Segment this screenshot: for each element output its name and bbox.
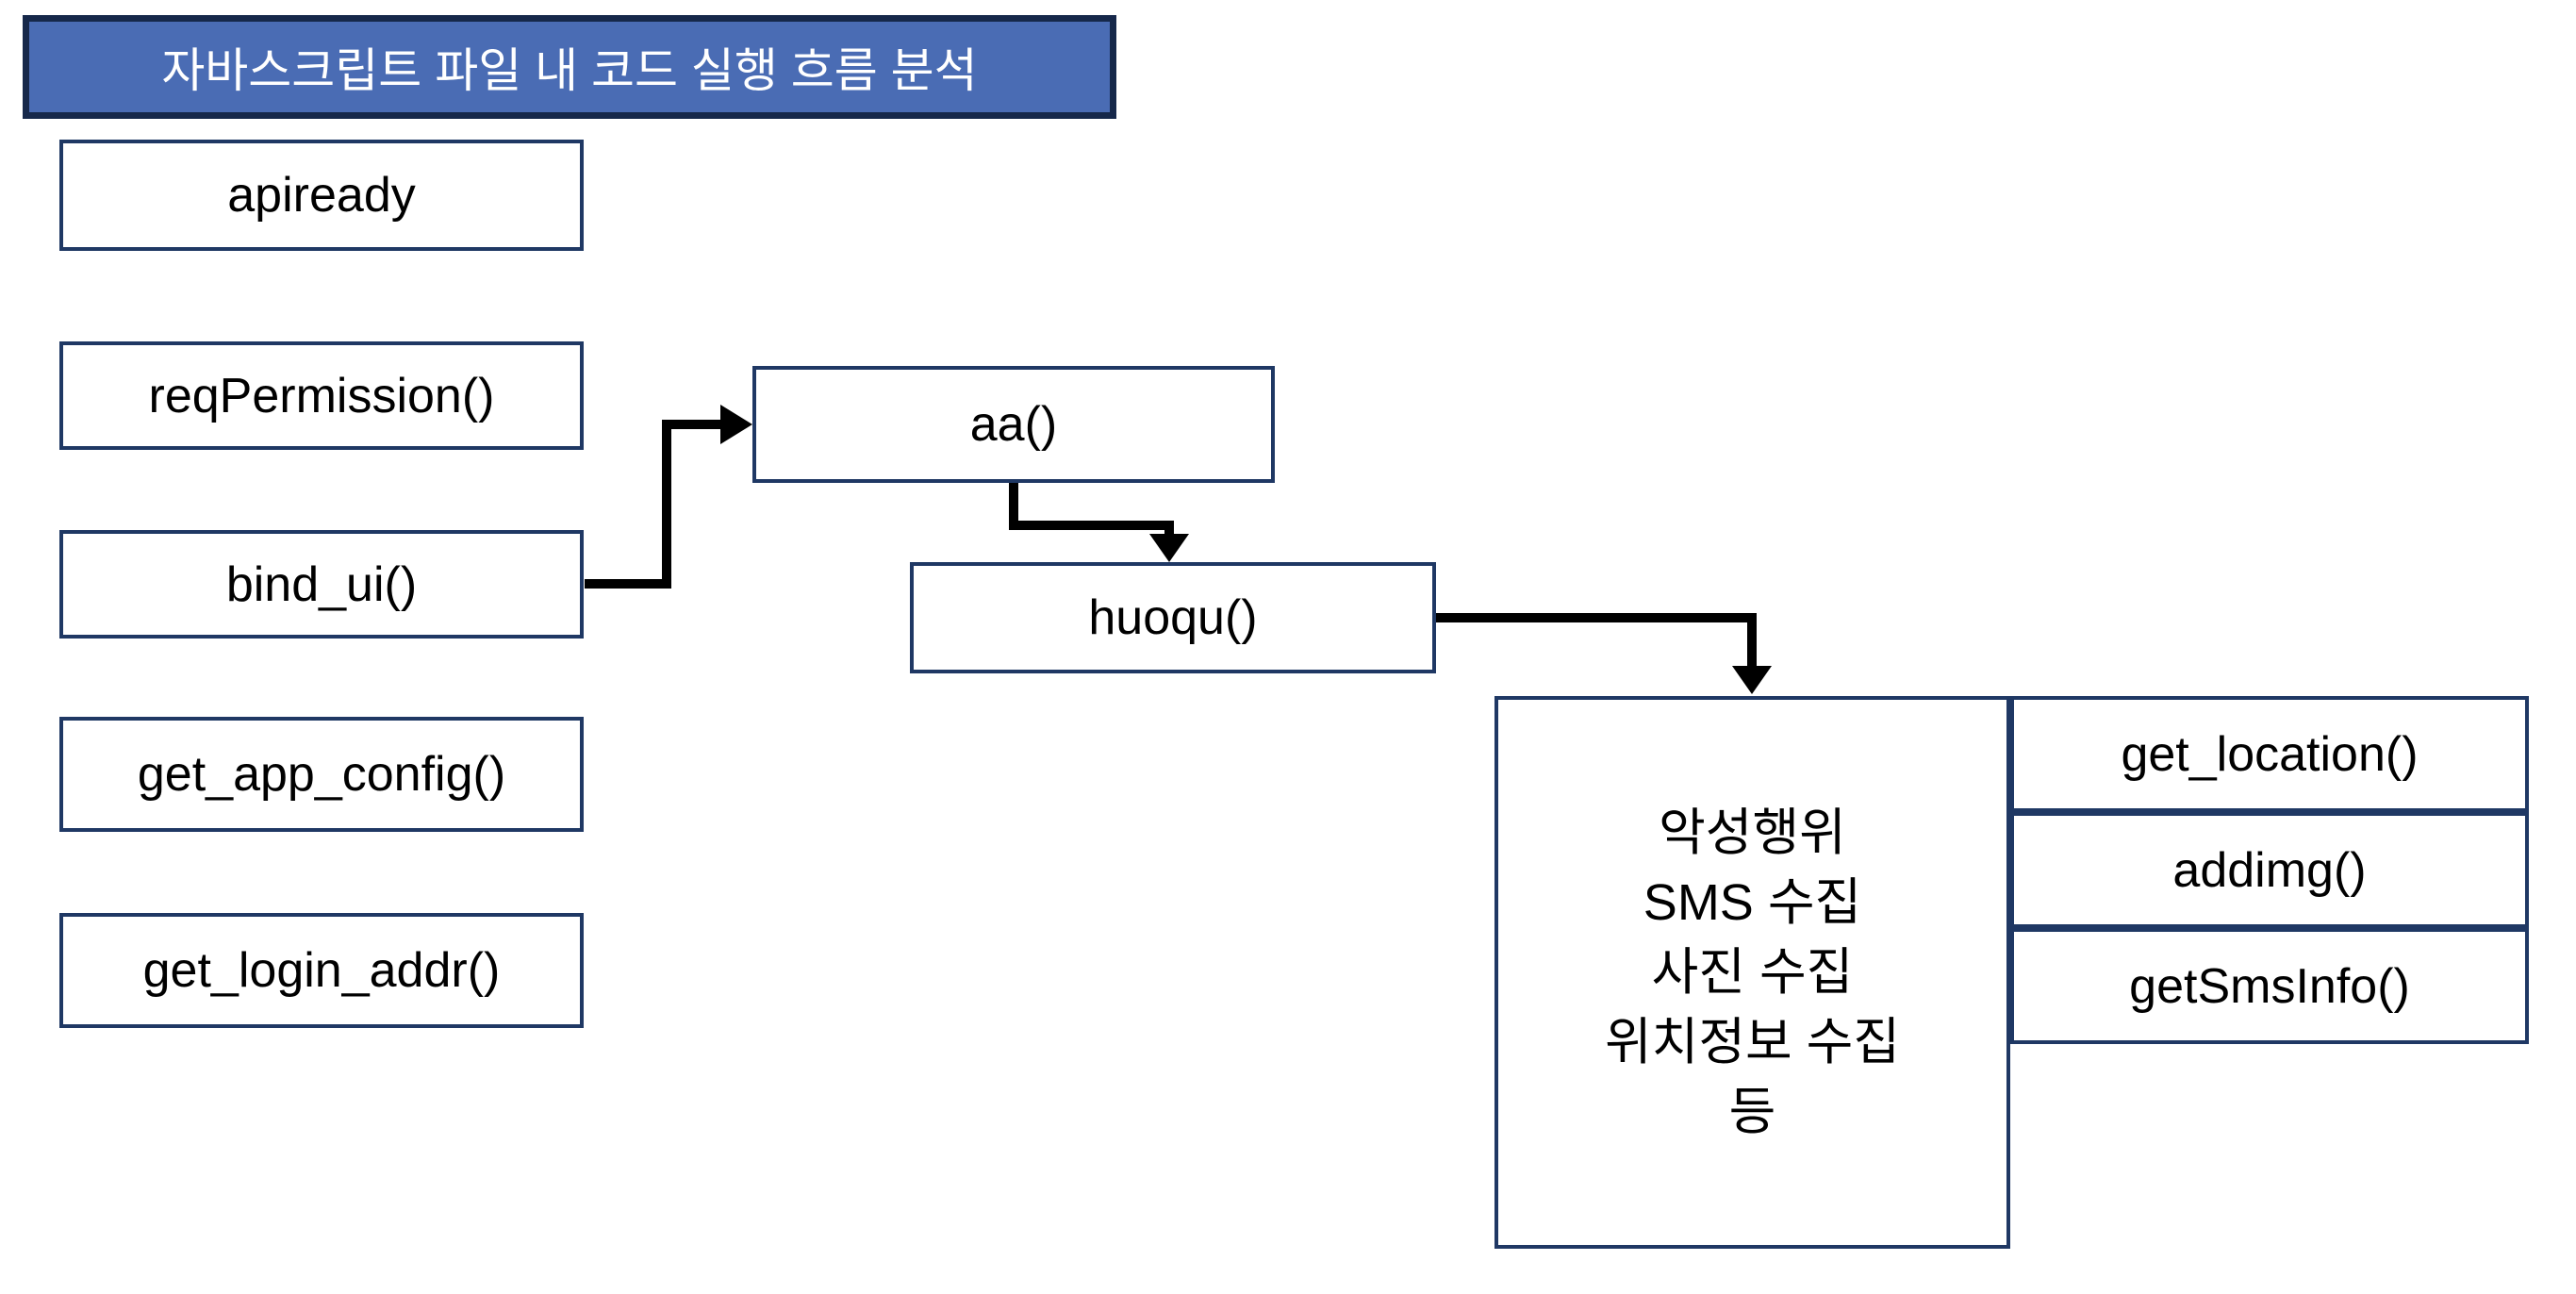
arrow-segment xyxy=(1009,483,1018,530)
malicious-behavior-line: 사진 수집 xyxy=(1651,944,1854,1001)
node-label: apiready xyxy=(227,168,416,223)
node-reqpermission: reqPermission() xyxy=(59,341,584,450)
malicious-behavior-box: 악성행위 SMS 수집 사진 수집 위치정보 수집 등 xyxy=(1494,696,2010,1249)
node-label: aa() xyxy=(969,397,1058,452)
malicious-behavior-line: 등 xyxy=(1728,1084,1776,1140)
arrowhead-down-icon xyxy=(1732,666,1772,694)
arrow-segment xyxy=(1436,613,1757,622)
arrow-segment xyxy=(662,420,720,429)
node-get-location: get_location() xyxy=(2010,696,2529,812)
arrow-segment xyxy=(662,420,671,589)
node-bind-ui: bind_ui() xyxy=(59,530,584,639)
malicious-behavior-line: 악성행위 xyxy=(1659,805,1846,861)
node-label: bind_ui() xyxy=(225,556,418,612)
arrow-segment xyxy=(1747,613,1757,668)
node-label: get_location() xyxy=(2121,726,2419,782)
arrow-segment xyxy=(585,579,671,589)
title-banner: 자바스크립트 파일 내 코드 실행 흐름 분석 xyxy=(23,15,1116,119)
node-label: getSmsInfo() xyxy=(2129,958,2410,1014)
node-label: huoqu() xyxy=(1088,590,1258,645)
node-label: get_app_config() xyxy=(137,747,506,802)
node-label: addimg() xyxy=(2172,842,2367,898)
malicious-behavior-line: 위치정보 수집 xyxy=(1604,1014,1901,1070)
node-label: get_login_addr() xyxy=(142,943,501,998)
page-title: 자바스크립트 파일 내 코드 실행 흐름 분석 xyxy=(161,44,978,97)
node-getsmsinfo: getSmsInfo() xyxy=(2010,928,2529,1044)
node-get-login-addr: get_login_addr() xyxy=(59,913,584,1028)
node-huoqu: huoqu() xyxy=(910,562,1436,673)
node-aa: aa() xyxy=(752,366,1275,483)
node-apiready: apiready xyxy=(59,140,584,251)
arrow-segment xyxy=(1009,521,1174,530)
node-label: reqPermission() xyxy=(148,368,495,423)
arrowhead-right-icon xyxy=(720,405,752,444)
node-addimg: addimg() xyxy=(2010,812,2529,928)
arrow-segment xyxy=(1164,521,1174,536)
malicious-behavior-line: SMS 수집 xyxy=(1643,874,1862,931)
arrowhead-down-icon xyxy=(1149,534,1189,562)
node-get-app-config: get_app_config() xyxy=(59,717,584,832)
